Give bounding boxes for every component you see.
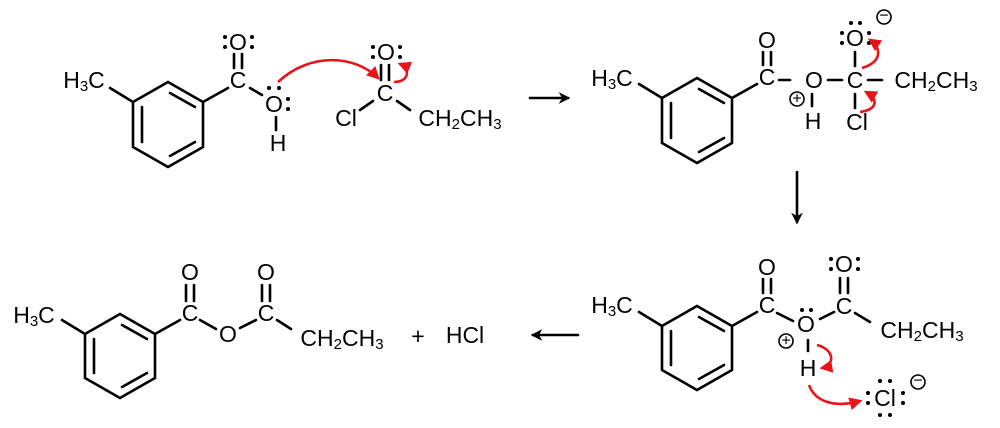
positive-charge-sign: + [781,333,790,350]
oxonium-oxygen: O [805,67,823,93]
hcl-product: HCl [446,322,484,348]
carbonyl-oxygen: O [229,29,247,55]
carbonyl-oxygen: O [181,259,199,285]
electron-arrow-reform-carbonyl [861,38,883,70]
methyl-label: H3C [591,292,633,320]
electron-arrow-chloride-leave [859,90,879,114]
acyl-carbon: C [258,300,275,326]
chlorine-atom: Cl [335,105,357,131]
ethyl-group: CH2CH3 [300,325,383,353]
carbonyl-carbon: C [759,64,776,90]
negative-charge-sign: − [913,373,922,390]
oxonium-hydrogen: H [805,108,822,134]
chloride-ion: Cl − [866,373,926,417]
alkoxide-oxygen: O [846,25,864,51]
lone-pairs [223,35,254,49]
oxonium-oxygen: O [797,311,815,337]
plus-sign: + [411,323,424,349]
ethyl-group: CH2CH3 [894,67,977,95]
benzene-ring [660,76,734,165]
carbonyl-carbon: C [759,292,776,318]
m-toluic-acid: H3C C O O H [63,29,290,169]
methyl-label: H3C [13,302,55,330]
positive-charge-icon [789,91,805,107]
tetrahedral-intermediate: H3C C O O + H C O − CH2CH3 Cl [591,8,978,165]
acyl-oxygen: O [835,251,853,277]
chloride-atom: Cl [874,385,896,411]
chlorine-atom: Cl [846,109,868,135]
electron-arrow-chloride-attack [807,384,863,411]
acyl-oxygen: O [257,259,275,285]
lone-pairs [267,86,290,111]
carbonyl-carbon: C [230,67,247,93]
methyl-label: H3C [591,65,633,93]
lone-pairs [840,21,871,45]
electron-arrow-nh-bond [816,343,834,373]
acyl-carbon: C [836,293,853,319]
propanoyl-chloride: C O Cl CH2CH3 [335,39,501,133]
benzene-ring [660,304,734,392]
benzene-ring [131,80,205,169]
hydroxyl-hydrogen: H [270,130,287,156]
benzene-ring [83,312,157,400]
negative-charge-sign: − [879,8,888,25]
electron-arrow-pi-bond [393,61,413,84]
carbonyl-carbon: C [182,300,199,326]
oxonium-hydrogen: H [800,355,817,381]
ethyl-group: CH2CH3 [880,317,963,345]
ethyl-group: CH2CH3 [418,105,501,133]
mixed-anhydride-product: H3C C O O C O CH2CH3 [13,259,384,400]
lone-pairs [829,257,860,271]
carbonyl-oxygen: O [758,27,776,53]
hydroxyl-oxygen: O [265,91,283,117]
positive-charge-icon [778,333,794,349]
tetrahedral-carbon: C [847,67,864,93]
carbonyl-oxygen: O [758,254,776,280]
electron-arrow-attack [277,58,380,83]
positive-charge-sign: + [792,91,801,108]
acyl-carbon: C [377,80,394,106]
negative-charge-icon [910,374,926,390]
bridging-oxygen: O [219,321,237,347]
lone-pairs [371,45,402,59]
methyl-label: H3C [63,67,105,95]
protonated-anhydride: H3C C O O + H C O CH2CH3 [591,251,964,392]
negative-charge-icon [876,9,892,25]
acyl-oxygen: O [377,39,395,65]
